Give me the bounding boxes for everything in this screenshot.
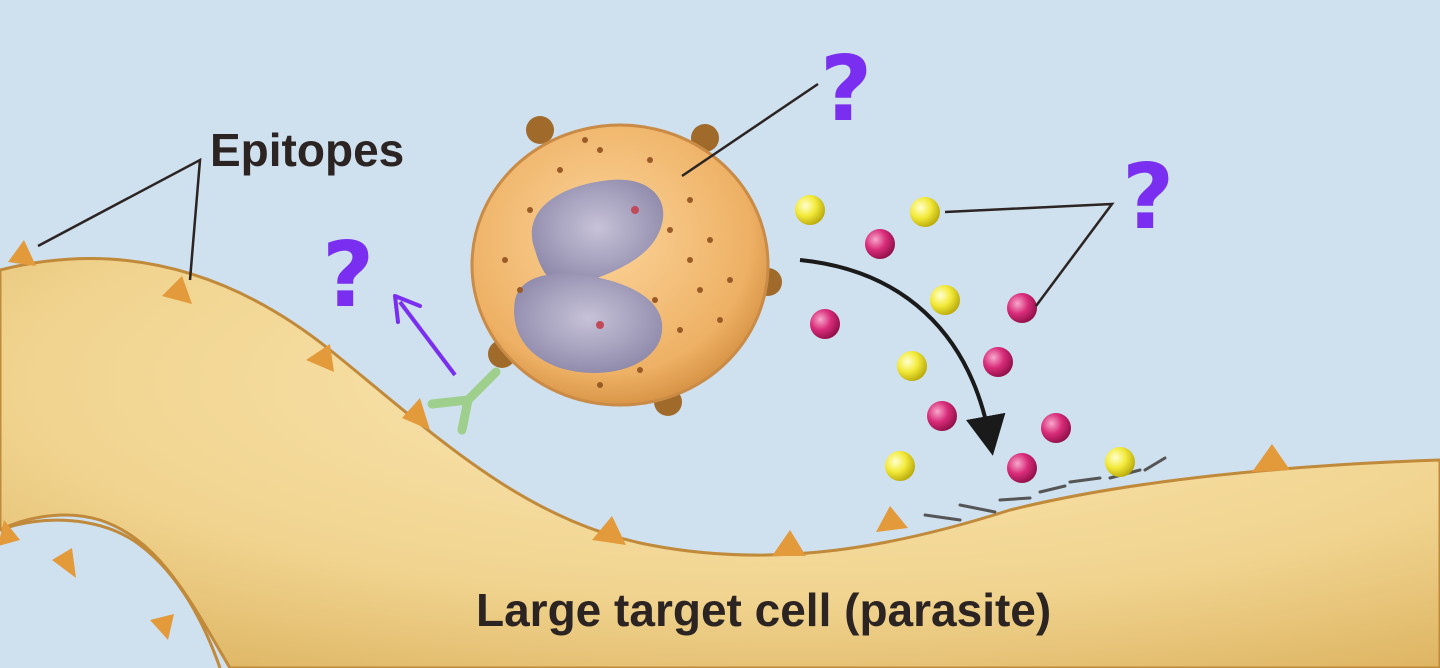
antibody-question-mark: ? xyxy=(322,223,374,328)
magenta-granule xyxy=(810,309,840,339)
nucleus-upper-lobe xyxy=(531,179,664,287)
granules-question-mark: ? xyxy=(1122,145,1174,250)
epitope-icon xyxy=(772,530,806,556)
release-arrow xyxy=(799,258,1006,456)
magenta-granule xyxy=(865,229,895,259)
epitope-icon xyxy=(306,344,334,372)
magenta-granule xyxy=(927,401,957,431)
antibody-arrow xyxy=(398,300,457,377)
epitope-icon xyxy=(52,548,76,578)
nucleus-lower-lobe xyxy=(514,273,663,373)
granulocyte-question-mark: ? xyxy=(820,37,872,142)
epitope-icon xyxy=(876,506,908,532)
yellow-granule xyxy=(795,195,825,225)
granulocyte-leader xyxy=(681,82,819,178)
antibody-arrowhead xyxy=(393,294,422,324)
yellow-granule xyxy=(1105,447,1135,477)
granulocyte-cell xyxy=(470,116,782,416)
magenta-granule xyxy=(1041,413,1071,443)
magenta-granule xyxy=(983,347,1013,377)
epitope-icon xyxy=(150,614,174,640)
epitope-icon xyxy=(162,276,192,304)
cytoplasm-dots xyxy=(502,137,733,388)
antibody-icon xyxy=(427,367,501,435)
yellow-granule xyxy=(897,351,927,381)
magenta-granule xyxy=(1007,453,1037,483)
epitope-icon xyxy=(8,240,36,266)
epitope-icon xyxy=(592,516,626,545)
yellow-granule xyxy=(930,285,960,315)
magenta-granule xyxy=(1007,293,1037,323)
epitope-icon xyxy=(0,520,20,546)
epitopes-leader xyxy=(37,157,202,281)
epitopes-label: Epitopes xyxy=(210,124,404,176)
granule-group xyxy=(795,195,1135,483)
epitope-icon xyxy=(402,398,430,430)
granules-leader xyxy=(944,202,1115,307)
epitope-icon xyxy=(1252,444,1290,472)
target-cell-label: Large target cell (parasite) xyxy=(476,584,1051,636)
epitope-group xyxy=(0,240,1290,640)
yellow-granule xyxy=(885,451,915,481)
target-cell-lower-edge xyxy=(0,518,222,668)
receptor-icon xyxy=(526,116,554,144)
yellow-granule xyxy=(910,197,940,227)
leader-lines xyxy=(37,82,1115,307)
